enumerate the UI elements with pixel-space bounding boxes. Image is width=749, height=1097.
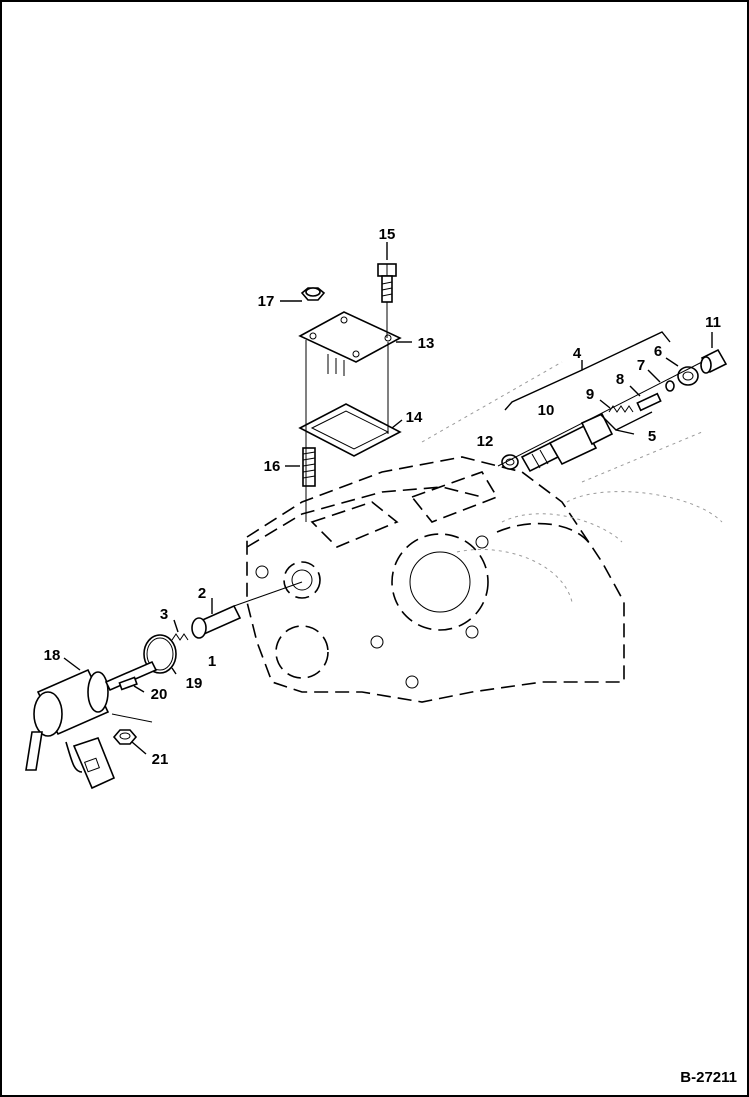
part-17-nut bbox=[300, 287, 326, 301]
callout-2: 2 bbox=[198, 585, 206, 602]
callout-18: 18 bbox=[44, 647, 61, 664]
part-16-stud bbox=[302, 447, 316, 487]
part-21-nut bbox=[112, 729, 138, 745]
callout-4: 4 bbox=[573, 345, 582, 362]
callout-21: 21 bbox=[152, 751, 169, 768]
callout-9: 9 bbox=[586, 386, 594, 403]
part-7-o-ring bbox=[665, 380, 675, 392]
callout-14: 14 bbox=[406, 409, 423, 426]
diagram-reference-code: B-27211 bbox=[680, 1069, 737, 1086]
callout-10: 10 bbox=[538, 402, 555, 419]
leader-lines bbox=[63, 242, 713, 755]
part-3-spring bbox=[171, 633, 189, 641]
part-9-spring bbox=[608, 405, 634, 413]
part-2-shaft bbox=[191, 581, 303, 639]
callout-19: 19 bbox=[186, 675, 203, 692]
pump-housing bbox=[246, 361, 723, 703]
solenoid-axis-line bbox=[111, 713, 153, 723]
callout-20: 20 bbox=[151, 686, 168, 703]
part-13-cover-plate bbox=[298, 311, 402, 376]
callout-15: 15 bbox=[379, 226, 396, 243]
callout-3: 3 bbox=[160, 606, 168, 623]
callout-12: 12 bbox=[477, 433, 494, 450]
callout-6: 6 bbox=[654, 343, 662, 360]
part-18-solenoid bbox=[25, 660, 158, 790]
part-15-bolt bbox=[377, 263, 397, 303]
part-6-plug bbox=[677, 366, 699, 386]
callout-17: 17 bbox=[258, 293, 275, 310]
part-20-set-screw bbox=[118, 676, 138, 691]
callout-labels: 1 2 3 4 5 6 7 8 9 10 11 12 13 14 15 16 1… bbox=[44, 226, 721, 768]
assembly-lines bbox=[305, 302, 389, 522]
callout-7: 7 bbox=[637, 357, 645, 374]
callout-16: 16 bbox=[264, 458, 281, 475]
part-11-cap bbox=[700, 348, 728, 374]
part-8-piston bbox=[636, 392, 662, 412]
part-10-valve-body bbox=[520, 412, 614, 473]
callout-1: 1 bbox=[208, 653, 216, 670]
group-brackets bbox=[504, 331, 671, 435]
callout-11: 11 bbox=[705, 314, 721, 331]
callout-5: 5 bbox=[648, 428, 656, 445]
callout-13: 13 bbox=[418, 335, 435, 352]
callout-8: 8 bbox=[616, 371, 624, 388]
